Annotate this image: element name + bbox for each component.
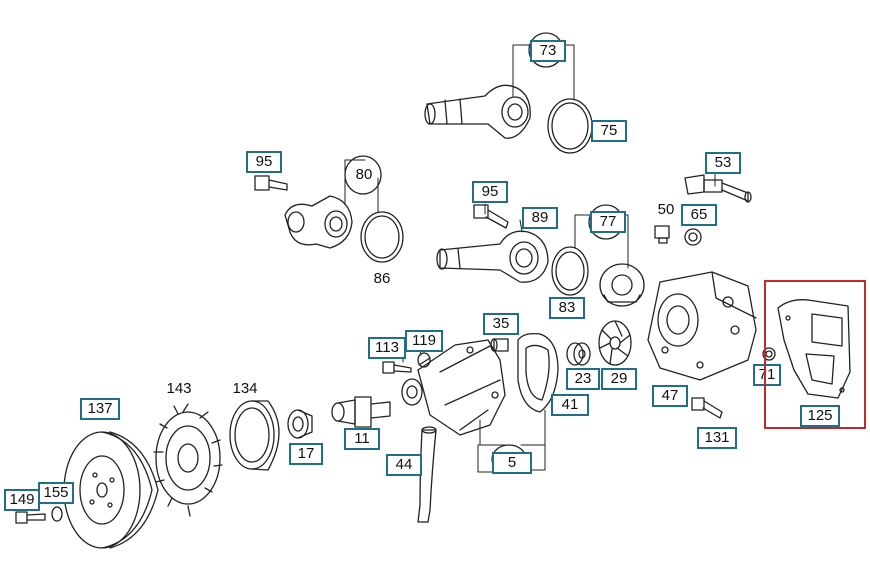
callout-17[interactable]: 17 [289, 443, 323, 465]
highlight-box-125 [764, 280, 866, 429]
callout-155[interactable]: 155 [38, 482, 74, 504]
part-gasket-125 [777, 299, 851, 399]
part-washer-155 [51, 506, 63, 522]
part-pump-housing-47 [647, 271, 757, 381]
callout-41[interactable]: 41 [551, 394, 589, 416]
callout-71[interactable]: 71 [753, 364, 781, 386]
part-bolt-95b [473, 204, 509, 229]
callout-75[interactable]: 75 [591, 120, 627, 142]
part-hub-17 [287, 409, 313, 439]
part-plug-71 [762, 347, 776, 361]
part-gear-143 [153, 403, 223, 517]
part-bolt-149 [15, 511, 46, 524]
part-o-ring-83 [551, 246, 589, 296]
label-80[interactable]: 80 [355, 166, 373, 183]
callout-131[interactable]: 131 [697, 427, 737, 449]
callout-125[interactable]: 125 [800, 405, 840, 427]
callout-73[interactable]: 73 [530, 40, 566, 62]
part-thermostat-77 [599, 263, 645, 307]
part-seal-65 [684, 228, 702, 246]
callout-95a[interactable]: 95 [246, 151, 282, 173]
callout-149[interactable]: 149 [4, 489, 40, 511]
part-seal-23 [566, 342, 591, 366]
label-143[interactable]: 143 [166, 380, 192, 397]
callout-5[interactable]: 5 [492, 452, 532, 474]
part-o-ring-75 [547, 98, 593, 154]
callout-29[interactable]: 29 [601, 368, 637, 390]
part-housing-80 [284, 195, 353, 249]
part-pulley-137 [63, 431, 159, 549]
part-washer-119 [417, 352, 431, 368]
callout-23[interactable]: 23 [566, 368, 600, 390]
part-impeller-29 [598, 320, 632, 366]
callout-137[interactable]: 137 [80, 398, 120, 420]
callout-53[interactable]: 53 [705, 152, 741, 174]
part-thermostat-housing-73 [424, 84, 531, 139]
callout-77[interactable]: 77 [590, 211, 626, 233]
label-134[interactable]: 134 [232, 380, 258, 397]
part-thermostat-housing-89 [436, 230, 549, 283]
part-gasket-41 [517, 332, 559, 413]
callout-35[interactable]: 35 [483, 313, 519, 335]
part-sensor-53 [684, 174, 752, 203]
callout-ring-80 [344, 155, 382, 195]
part-shaft-11 [331, 396, 391, 428]
callout-113[interactable]: 113 [368, 337, 406, 359]
part-plug-50 [654, 225, 670, 244]
part-bolt-131 [691, 397, 723, 419]
callout-119[interactable]: 119 [405, 330, 443, 352]
callout-44[interactable]: 44 [386, 454, 422, 476]
callout-65[interactable]: 65 [681, 204, 717, 226]
part-o-ring-86 [360, 211, 404, 263]
part-bolt-95a [254, 175, 288, 191]
part-bearing-134 [229, 400, 280, 471]
label-50[interactable]: 50 [657, 201, 675, 218]
label-86[interactable]: 86 [373, 270, 391, 287]
callout-83[interactable]: 83 [549, 297, 585, 319]
part-bolt-113 [382, 361, 412, 374]
callout-47[interactable]: 47 [652, 385, 688, 407]
part-water-pump-body [401, 339, 506, 436]
callout-89[interactable]: 89 [522, 207, 558, 229]
callout-95b[interactable]: 95 [472, 181, 508, 203]
callout-11[interactable]: 11 [344, 428, 380, 450]
